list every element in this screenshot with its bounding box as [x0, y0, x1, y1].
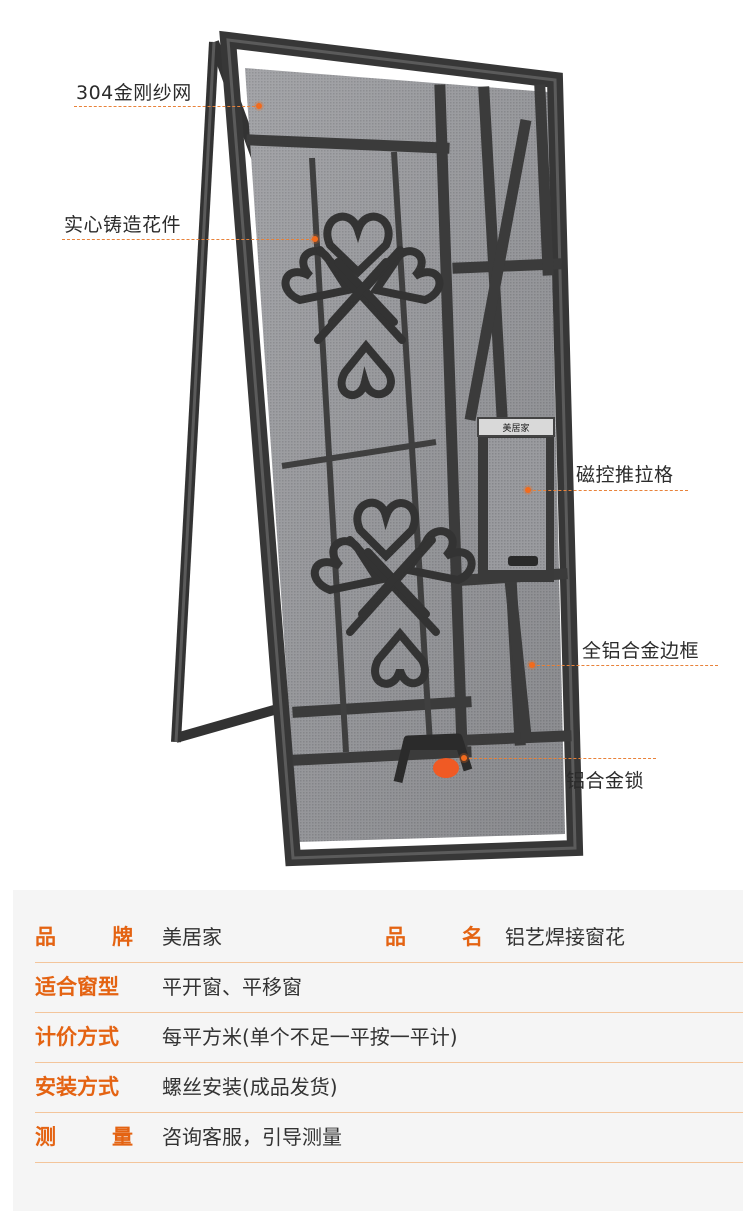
- callout-casting-dot: [312, 236, 318, 242]
- spec-key-window: 适合窗型: [35, 975, 119, 999]
- callout-casting-label: 实心铸造花件: [64, 214, 182, 236]
- callout-mesh-line: [74, 106, 260, 107]
- spec-key-char: 牌: [112, 925, 133, 949]
- callout-magnetic-label: 磁控推拉格: [576, 464, 674, 486]
- window-grille-illustration: 美居家: [171, 30, 584, 867]
- spec-key-price: 计价方式: [35, 1025, 119, 1049]
- spec-value-brand: 美居家: [162, 925, 222, 949]
- spec-row-window: 适合窗型 平开窗、平移窗: [35, 962, 743, 1013]
- callout-magnetic-line: [528, 490, 688, 491]
- spec-value-window: 平开窗、平移窗: [162, 975, 302, 999]
- spec-value-install: 螺丝安装(成品发货): [162, 1075, 338, 1099]
- spec-key-char: 测: [35, 1125, 56, 1149]
- lock-knob: [433, 758, 459, 778]
- callout-frame-line: [532, 665, 718, 666]
- spec-row-price: 计价方式 每平方米(单个不足一平按一平计): [35, 1012, 743, 1063]
- cast-ornament-upper: [281, 212, 444, 399]
- callout-casting-line: [62, 239, 314, 240]
- spec-row-brand: 品牌 美居家 品名 铝艺焊接窗花: [35, 912, 743, 963]
- callout-frame-dot: [529, 662, 535, 668]
- spec-value-name: 铝艺焊接窗花: [505, 925, 625, 949]
- spec-key-char: 品: [35, 925, 56, 949]
- spec-key-char: 名: [462, 925, 483, 949]
- brand-plate-text: 美居家: [502, 422, 529, 434]
- spec-panel: 品牌 美居家 品名 铝艺焊接窗花 适合窗型 平开窗、平移窗 计价方式 每平方米(…: [13, 890, 743, 1211]
- spec-row-measure: 测量 咨询客服，引导测量: [35, 1112, 743, 1163]
- spec-key-name: 品名: [385, 912, 483, 962]
- aluminium-lock: [393, 733, 473, 784]
- cast-ornament-lower: [310, 498, 476, 688]
- callout-mesh-label: 304金刚纱网: [76, 82, 192, 104]
- spec-value-price: 每平方米(单个不足一平按一平计): [162, 1025, 458, 1049]
- spec-key-measure: 测量: [35, 1112, 133, 1162]
- callout-mesh-dot: [256, 103, 262, 109]
- spec-key-char: 量: [112, 1125, 133, 1149]
- callout-magnetic-dot: [525, 487, 531, 493]
- spec-value-measure: 咨询客服，引导测量: [162, 1125, 342, 1149]
- callout-lock-dot: [461, 755, 467, 761]
- spec-row-install: 安装方式 螺丝安装(成品发货): [35, 1062, 743, 1113]
- spec-key-brand: 品牌: [35, 912, 133, 962]
- callout-frame-label: 全铝合金边框: [582, 640, 700, 662]
- magnetic-slide-window: 美居家: [477, 417, 555, 582]
- spec-key-install: 安装方式: [35, 1075, 119, 1099]
- callout-lock-label: 铝合金锁: [566, 770, 645, 792]
- callout-lock-line: [464, 758, 656, 759]
- spec-key-char: 品: [385, 925, 406, 949]
